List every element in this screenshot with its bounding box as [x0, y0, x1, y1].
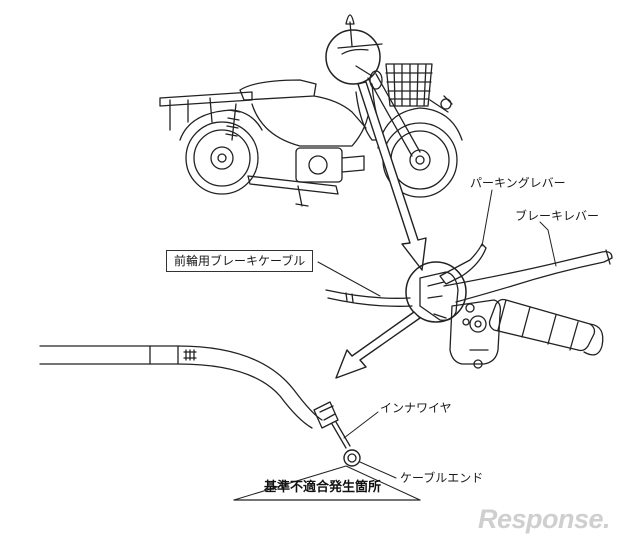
label-defect-location: 基準不適合発生箇所 — [264, 480, 382, 495]
response-watermark: Response. — [478, 504, 611, 534]
magnify-circle-lever — [405, 261, 467, 323]
leader-lines — [233, 189, 557, 501]
label-front-brake-cable: 前輪用ブレーキケーブル — [166, 250, 314, 272]
label-cable-end: ケーブルエンド — [400, 471, 484, 485]
magnify-circle-handlebar — [325, 29, 381, 85]
label-inner-wire: インナワイヤ — [380, 401, 452, 415]
lever-assembly — [325, 243, 613, 369]
cable-detail — [39, 345, 361, 467]
label-parking-lever: パーキングレバー — [470, 176, 566, 190]
arrow-to-cable-end — [335, 311, 421, 379]
scooter-illustration — [159, 14, 463, 207]
label-brake-lever: ブレーキレバー — [515, 209, 600, 223]
arrow-to-lever — [357, 81, 427, 271]
